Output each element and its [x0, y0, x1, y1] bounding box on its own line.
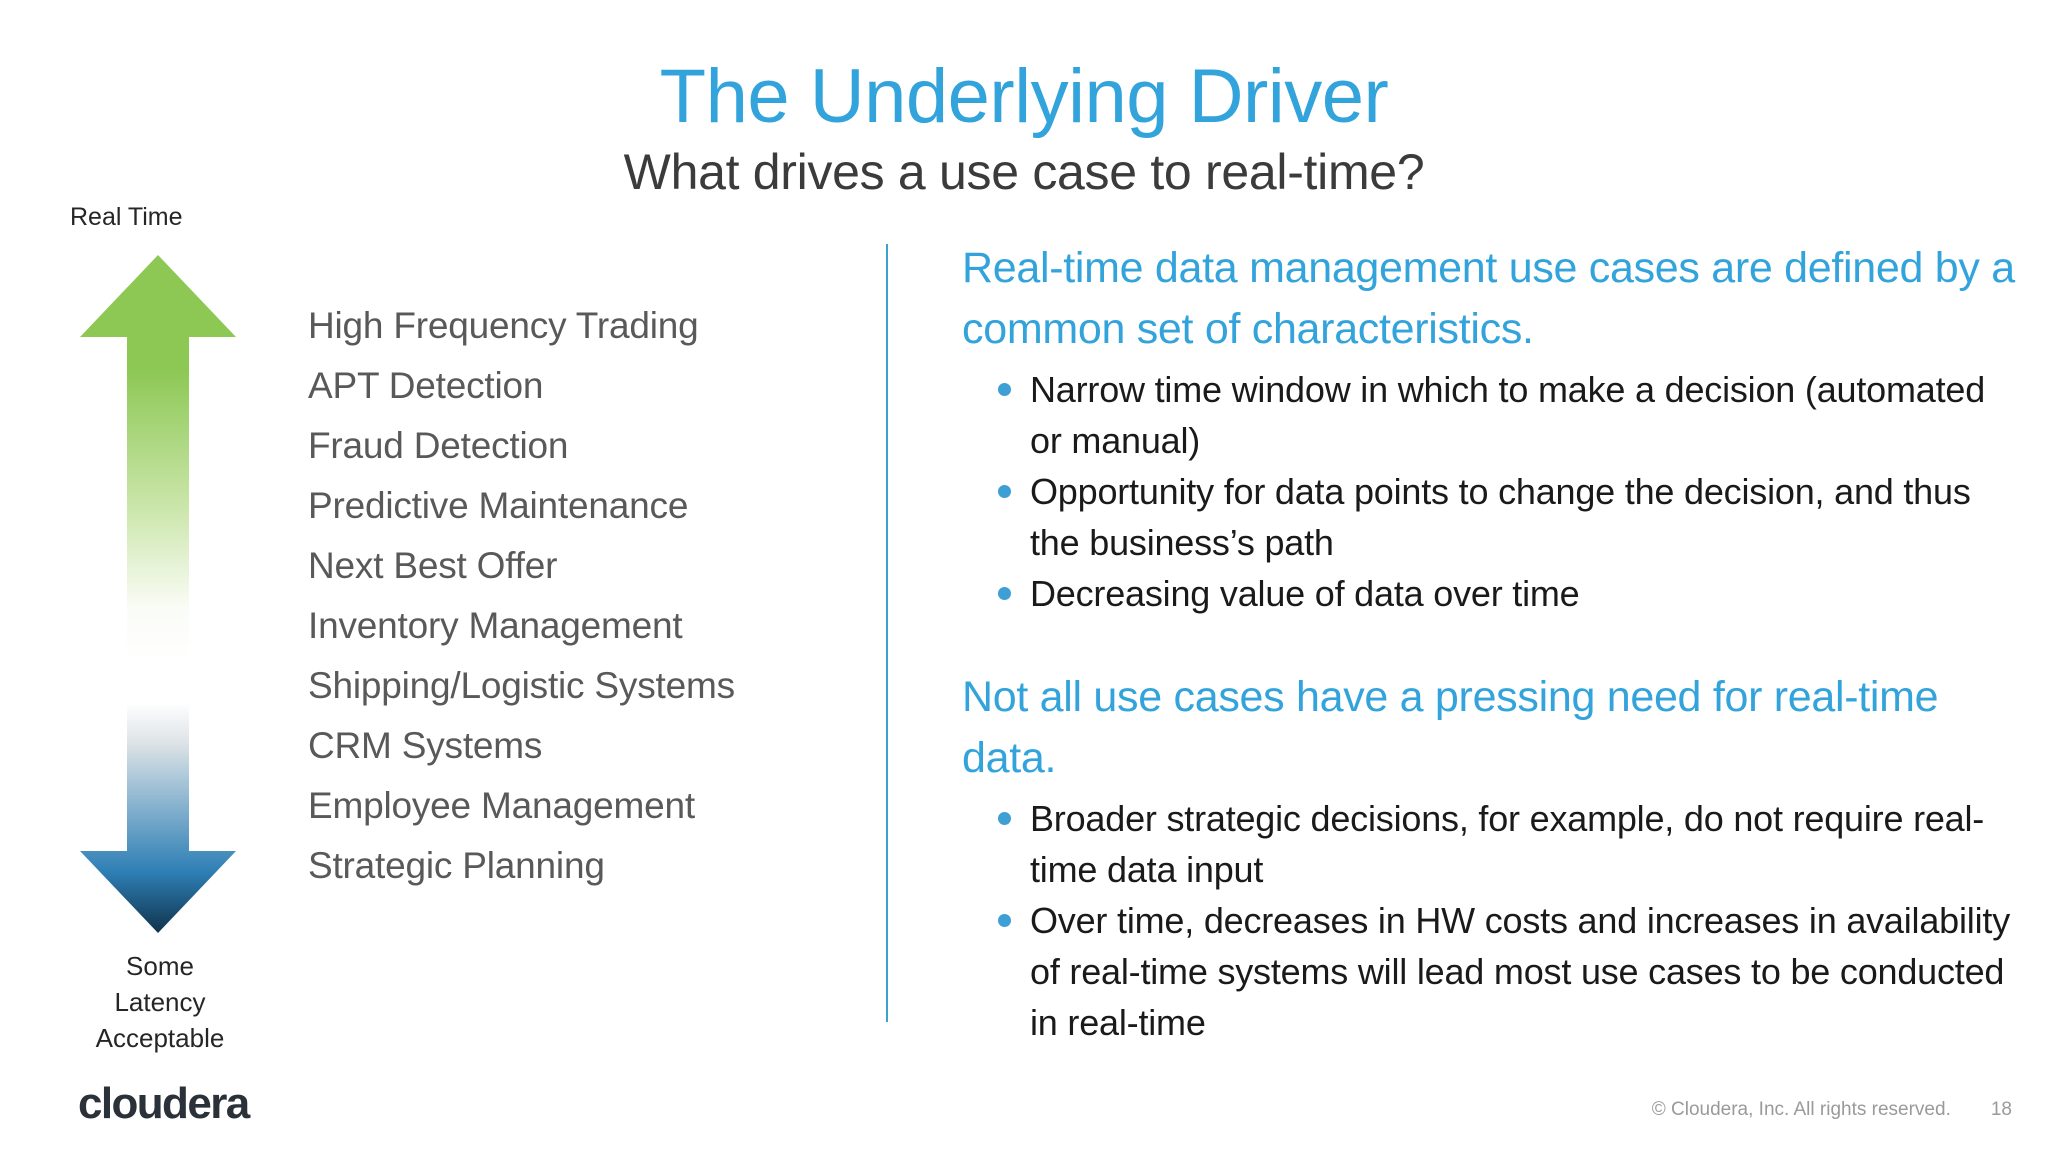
double-headed-vertical-arrow-icon — [78, 255, 238, 933]
page-subtitle: What drives a use case to real-time? — [623, 144, 1425, 200]
list-item: APT Detection — [308, 365, 544, 406]
footer: © Cloudera, Inc. All rights reserved. 18 — [1652, 1098, 2012, 1122]
axis-label-line-3: Acceptable — [95, 1023, 225, 1053]
bullet-dot-icon — [998, 485, 1011, 498]
axis-label-real-time: Real Time — [70, 203, 183, 231]
bullet-item: Narrow time window in which to make a de… — [962, 364, 2022, 466]
bullet-dot-icon — [998, 587, 1011, 600]
cloudera-logo: cloudera — [78, 1079, 250, 1128]
bullet-dot-icon — [998, 914, 1011, 927]
characteristics-panel: Real-time data management use cases are … — [962, 238, 2022, 1048]
list-item: Fraud Detection — [308, 425, 569, 466]
bullet-item: Broader strategic decisions, for example… — [962, 793, 2022, 895]
list-item: Shipping/Logistic Systems — [308, 665, 735, 706]
list-item: Strategic Planning — [308, 845, 605, 886]
bullet-item: Over time, decreases in HW costs and inc… — [962, 895, 2022, 1048]
axis-label-line-2: Latency — [114, 987, 206, 1017]
bullet-dot-icon — [998, 812, 1011, 825]
use-case-list: High Frequency Trading APT Detection Fra… — [308, 300, 828, 900]
bullet-text: Opportunity for data points to change th… — [1030, 471, 1971, 563]
axis-label-some-latency-acceptable: Some Latency Acceptable — [60, 948, 260, 1056]
bullet-item: Opportunity for data points to change th… — [962, 466, 2022, 568]
bullet-item: Decreasing value of data over time — [962, 568, 2022, 619]
axis-label-line-1: Some — [126, 951, 194, 981]
vertical-divider — [886, 244, 888, 1022]
copyright-text: © Cloudera, Inc. All rights reserved. — [1651, 1099, 1951, 1120]
bullet-dot-icon — [998, 383, 1011, 396]
page-number: 18 — [1990, 1099, 2012, 1120]
list-item: High Frequency Trading — [308, 305, 699, 346]
bullet-list-characteristics: Narrow time window in which to make a de… — [962, 364, 2022, 619]
bullet-text: Over time, decreases in HW costs and inc… — [1030, 900, 2010, 1043]
list-item: Next Best Offer — [308, 545, 558, 586]
bullet-text: Narrow time window in which to make a de… — [1030, 369, 1986, 461]
list-item: Predictive Maintenance — [308, 485, 689, 526]
list-item: Employee Management — [308, 785, 695, 826]
bullet-text: Broader strategic decisions, for example… — [1030, 798, 1985, 890]
list-item: Inventory Management — [308, 605, 683, 646]
page-title: The Underlying Driver — [659, 54, 1389, 139]
bullet-list-not-all-use-cases: Broader strategic decisions, for example… — [962, 793, 2022, 1048]
list-item: CRM Systems — [308, 725, 543, 766]
latency-axis: Real Time — [60, 200, 300, 235]
section-heading-not-all-use-cases: Not all use cases have a pressing need f… — [962, 673, 1939, 782]
title-block: The Underlying Driver What drives a use … — [0, 54, 2048, 202]
section-heading-characteristics: Real-time data management use cases are … — [962, 244, 2015, 353]
section-spacer — [962, 619, 2022, 667]
bullet-text: Decreasing value of data over time — [1030, 573, 1580, 614]
